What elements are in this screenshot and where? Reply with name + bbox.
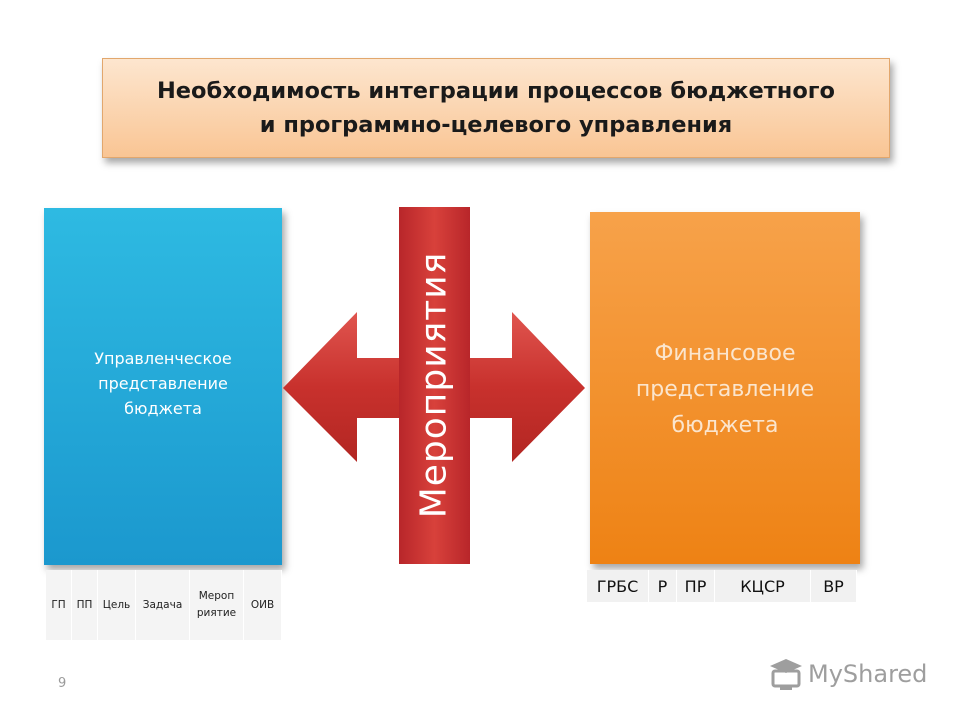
- financial-view-box: Финансовое представление бюджета: [590, 212, 860, 564]
- table-cell-goal: Цель: [98, 570, 136, 640]
- management-view-box: Управленческое представление бюджета: [44, 208, 282, 565]
- myshared-watermark: MyShared: [768, 656, 927, 692]
- watermark-text: MyShared: [808, 660, 928, 688]
- table-cell-pr: ПР: [677, 570, 715, 602]
- table-cell-activity: Мероп риятие: [190, 570, 244, 640]
- activities-vertical-label: Мероприятия: [413, 251, 455, 519]
- financial-view-label: Финансовое представление бюджета: [635, 341, 815, 438]
- table-cell-oiv: ОИВ: [244, 570, 282, 640]
- table-cell-vr: ВР: [811, 570, 857, 602]
- management-view-label: Управленческое представление бюджета: [94, 349, 232, 418]
- slide-title: Необходимость интеграции процессов бюдже…: [156, 78, 836, 138]
- table-cell-task: Задача: [136, 570, 190, 640]
- table-cell-pp: ПП: [72, 570, 98, 640]
- right-arrow-head: [470, 312, 585, 462]
- mortarboard-computer-icon: [770, 659, 802, 690]
- table-cell-kcsr: КЦСР: [715, 570, 811, 602]
- page-number: 9: [58, 676, 67, 691]
- table-cell-r: Р: [649, 570, 677, 602]
- vertical-bar: [399, 207, 470, 564]
- left-arrow-head: [283, 312, 400, 462]
- financial-classifier-table: ГРБС Р ПР КЦСР ВР: [587, 570, 857, 602]
- title-box: Необходимость интеграции процессов бюдже…: [102, 58, 890, 158]
- table-cell-gp: ГП: [46, 570, 72, 640]
- management-classifier-table: ГП ПП Цель Задача Мероп риятие ОИВ: [46, 570, 282, 640]
- table-cell-grbs: ГРБС: [587, 570, 649, 602]
